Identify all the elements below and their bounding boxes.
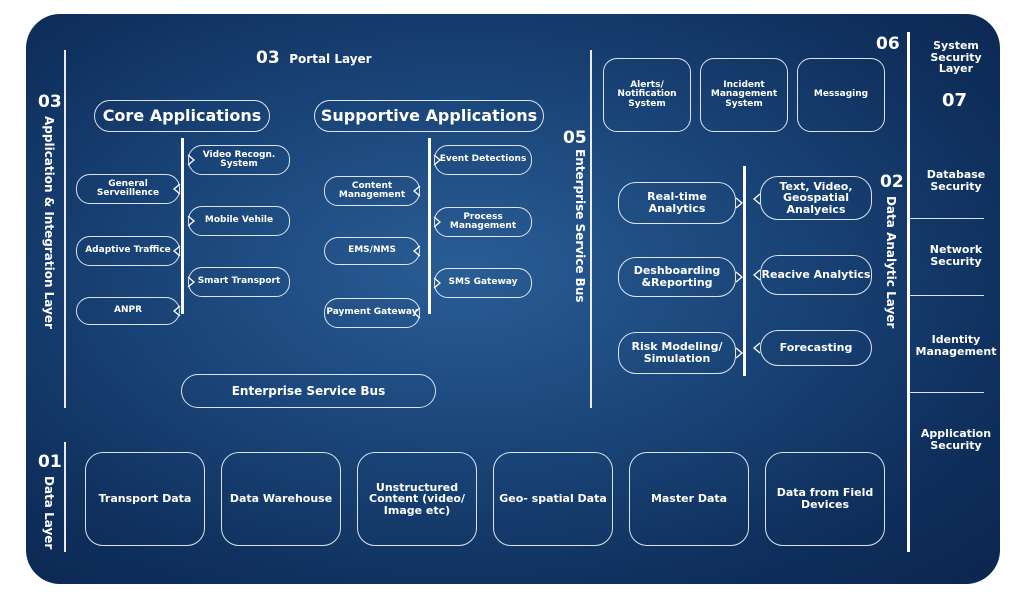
- supportive-applications-title: Supportive Applications: [320, 105, 538, 125]
- analytics-label: Forecasting: [779, 341, 853, 355]
- core-app-label: Mobile Vehile: [204, 215, 274, 226]
- application-layer-divider: [64, 50, 66, 408]
- enterprise-bus-divider: [590, 50, 592, 408]
- service-incident-management: Incident Management System: [700, 58, 788, 132]
- support-app-label: SMS Gateway: [448, 277, 518, 288]
- data-item-label: Transport Data: [98, 492, 192, 506]
- security-application: Application Security: [920, 427, 992, 452]
- data-warehouse: Data Warehouse: [221, 452, 341, 546]
- security-top-number: 06: [876, 34, 900, 54]
- security-separator: [909, 218, 984, 220]
- application-layer-number: 03: [38, 92, 62, 112]
- analytics-forecasting: Forecasting: [760, 330, 872, 366]
- support-app-event-detections: Event Detections: [434, 145, 532, 175]
- data-transport: Transport Data: [85, 452, 205, 546]
- analytics-label: Reacive Analytics: [761, 268, 871, 282]
- supportive-applications-header: Supportive Applications: [314, 100, 544, 132]
- support-app-process-management: Process Management: [434, 207, 532, 237]
- data-field-devices: Data from Field Devices: [765, 452, 885, 546]
- data-master: Master Data: [629, 452, 749, 546]
- security-database: Database Security: [926, 168, 986, 193]
- data-unstructured-content: Unstructured Content (video/ Image etc): [357, 452, 477, 546]
- analytics-dashboarding-reporting: Deshboarding &Reporting: [618, 257, 736, 297]
- data-item-label: Master Data: [650, 492, 728, 506]
- data-item-label: Geo- spatial Data: [499, 492, 607, 506]
- analytics-label: Risk Modeling/ Simulation: [631, 340, 723, 365]
- supportive-applications-spine: [428, 138, 431, 314]
- analytics-reactive: Reacive Analytics: [760, 255, 872, 295]
- core-app-label: ANPR: [113, 305, 143, 316]
- service-alerts-notification: Alerts/ Notification System: [603, 58, 691, 132]
- support-app-label: Event Detections: [439, 154, 527, 165]
- core-app-anpr: ANPR: [76, 297, 180, 325]
- security-separator: [909, 295, 984, 297]
- core-app-label: Video Recogn. System: [202, 149, 276, 169]
- analytics-real-time: Real-time Analytics: [618, 182, 736, 224]
- core-app-label: General Serveillence: [96, 178, 160, 198]
- support-app-ems-nms: EMS/NMS: [324, 237, 420, 265]
- analytics-label: Real-time Analytics: [647, 190, 707, 215]
- core-applications-spine: [181, 138, 184, 314]
- service-label: Alerts/ Notification System: [617, 79, 677, 109]
- portal-layer-heading: 03 Portal Layer: [256, 48, 372, 68]
- support-app-label: Process Management: [449, 211, 517, 231]
- security-divider: [907, 32, 910, 552]
- data-geospatial: Geo- spatial Data: [493, 452, 613, 546]
- core-app-label: Adaptive Traffice: [85, 245, 171, 256]
- data-item-label: Data from Field Devices: [776, 486, 874, 511]
- connector-chevrons: [172, 154, 761, 359]
- portal-layer-number: 03: [256, 48, 280, 68]
- core-applications-title: Core Applications: [102, 105, 262, 125]
- support-app-label: Payment Gateway: [326, 307, 418, 318]
- system-security-layer-title: System Security Layer: [930, 39, 982, 76]
- service-messaging: Messaging: [797, 58, 885, 132]
- security-number: 07: [942, 90, 968, 111]
- support-app-label: EMS/NMS: [348, 245, 396, 256]
- service-label: Incident Management System: [710, 79, 778, 109]
- security-identity-management: Identity Management: [915, 333, 997, 358]
- bottom-bus-label: Enterprise Service Bus: [231, 383, 386, 398]
- core-app-label: Smart Transport: [197, 276, 281, 287]
- core-app-adaptive-traffic: Adaptive Traffice: [76, 236, 180, 266]
- data-item-label: Unstructured Content (video/ Image etc): [369, 480, 465, 517]
- core-app-smart-transport: Smart Transport: [188, 267, 290, 297]
- architecture-panel: 03 Portal Layer 03 Application & Integra…: [26, 14, 1000, 584]
- enterprise-bus-number: 05: [563, 128, 587, 148]
- core-applications-header: Core Applications: [94, 100, 270, 132]
- core-app-general-surveillance: General Serveillence: [76, 174, 180, 204]
- data-layer-number: 01: [38, 452, 62, 472]
- core-app-mobile-vehicle: Mobile Vehile: [188, 206, 290, 236]
- core-app-video-recognition: Video Recogn. System: [188, 145, 290, 175]
- analytic-spine: [743, 166, 746, 376]
- bottom-enterprise-service-bus: Enterprise Service Bus: [181, 374, 436, 408]
- analytics-label: Text, Video, Geospatial Analyeics: [779, 179, 853, 216]
- portal-layer-label: Portal Layer: [289, 52, 372, 66]
- support-app-sms-gateway: SMS Gateway: [434, 268, 532, 298]
- support-app-payment-gateway: Payment Gateway: [324, 298, 420, 328]
- security-network: Network Security: [929, 243, 983, 268]
- analytic-layer-number: 02: [880, 172, 904, 192]
- service-label: Messaging: [813, 89, 869, 100]
- analytics-label: Deshboarding &Reporting: [633, 264, 721, 289]
- security-separator: [909, 392, 984, 394]
- analytics-text-video-geospatial: Text, Video, Geospatial Analyeics: [760, 176, 872, 220]
- data-item-label: Data Warehouse: [229, 492, 333, 506]
- support-app-content-management: Content Management: [324, 176, 420, 206]
- data-layer-divider: [64, 442, 66, 552]
- analytics-risk-modeling: Risk Modeling/ Simulation: [618, 332, 736, 374]
- support-app-label: Content Management: [338, 180, 406, 200]
